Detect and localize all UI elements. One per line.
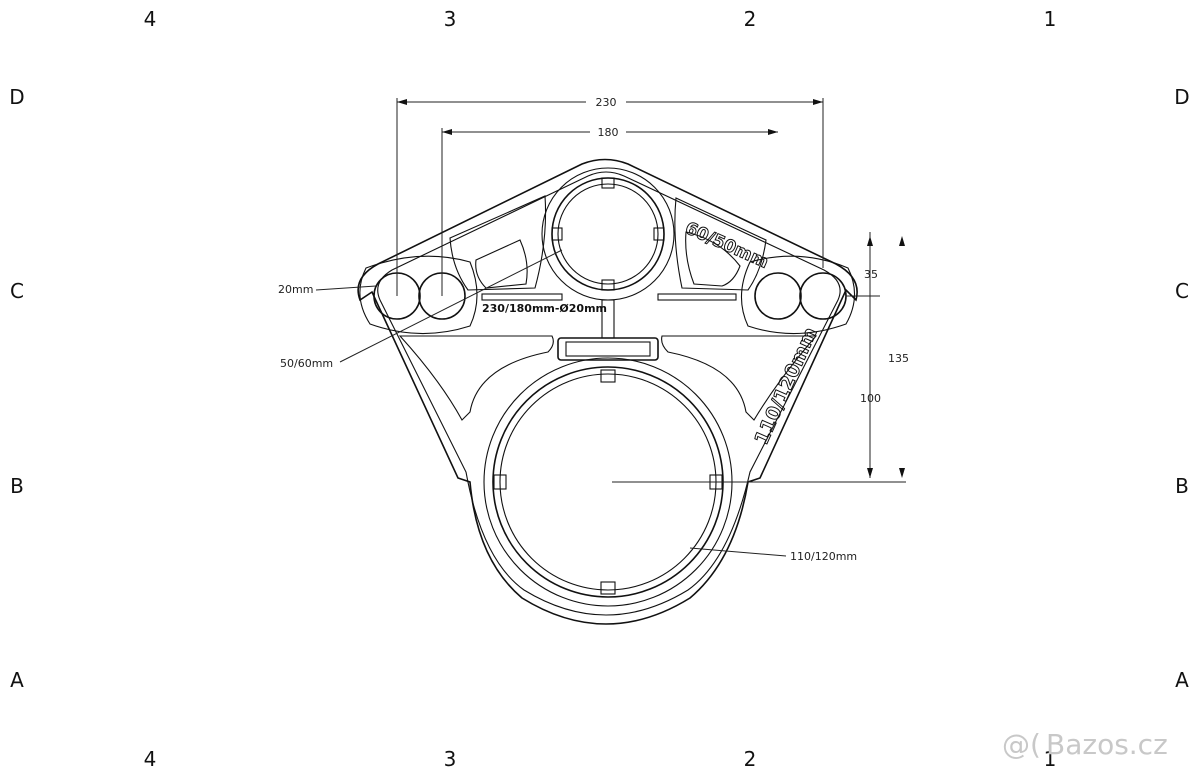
cutout-left-lower <box>398 335 554 421</box>
zone-col-2-top: 2 <box>744 7 757 31</box>
zone-row-d-right: D <box>1174 85 1189 109</box>
zone-row-a-left: A <box>10 668 24 692</box>
zone-col-2-bottom: 2 <box>744 747 757 771</box>
cutout-right-lower <box>661 335 818 421</box>
large-ring-tab-top <box>600 369 616 383</box>
arrow-180-left <box>442 129 452 135</box>
zone-col-3-bottom: 3 <box>444 747 457 771</box>
arrow-100-bottom <box>867 468 873 478</box>
zone-col-1-bottom: 1 <box>1044 747 1057 771</box>
medium-ring-tab-bottom <box>601 279 615 291</box>
callout-110-120mm: 110/120mm <box>790 550 857 563</box>
embossed-middle: 230/180mm-Ø20mm <box>482 302 607 315</box>
zone-row-d-left: D <box>9 85 24 109</box>
cutout-right-upper <box>674 197 767 291</box>
inner-contour <box>377 171 841 616</box>
arrow-135-bottom <box>899 468 905 478</box>
callout-20mm: 20mm <box>278 283 313 296</box>
zone-rows-left: D C B A <box>9 85 24 692</box>
medium-ring <box>541 167 675 301</box>
arrow-135-top <box>899 236 905 246</box>
outer-contour <box>357 158 858 625</box>
arrow-180-right <box>768 129 778 135</box>
zone-row-a-right: A <box>1175 668 1189 692</box>
zone-row-c-left: C <box>10 279 24 303</box>
embossed-labels: 60/50mm 110/120mm 230/180mm-Ø20mm <box>482 218 822 449</box>
medium-ring-inner <box>557 183 659 285</box>
right-lobe <box>740 255 856 335</box>
slot-left <box>481 293 563 301</box>
large-ring-tab-bottom <box>600 581 616 595</box>
dim-100-label: 100 <box>860 392 881 405</box>
dimension-width-outer: 230 <box>396 96 824 296</box>
leader-20mm <box>315 285 377 291</box>
callout-50-60mm: 50/60mm <box>280 357 333 370</box>
arrow-230-left <box>397 99 407 105</box>
zone-col-1-top: 1 <box>1044 7 1057 31</box>
medium-ring-tab-right <box>653 227 665 241</box>
dimension-vertical: 35 135 100 <box>612 232 909 483</box>
hole-right-1 <box>754 272 802 320</box>
zone-col-3-top: 3 <box>444 7 457 31</box>
zone-col-4-top: 4 <box>144 7 157 31</box>
zone-columns-bottom: 4 3 2 1 <box>144 747 1057 771</box>
leader-50-60mm <box>339 249 563 363</box>
zone-columns-top: 4 3 2 1 <box>144 7 1057 31</box>
cutout-left-upper <box>449 195 547 291</box>
embossed-right-side: 110/120mm <box>750 324 821 448</box>
dim-35-label: 35 <box>864 268 878 281</box>
arrow-230-right <box>813 99 823 105</box>
dim-135-label: 135 <box>888 352 909 365</box>
left-lobe <box>359 255 478 335</box>
watermark-text: Bazos.cz <box>1046 728 1168 761</box>
arrow-100-top <box>867 236 873 246</box>
medium-ring-tab-left <box>551 227 563 241</box>
zone-col-4-bottom: 4 <box>144 747 157 771</box>
watermark: @( Bazos.cz <box>1002 728 1168 761</box>
cutouts <box>398 195 818 421</box>
watermark-logo-icon: @( <box>1002 728 1041 761</box>
neck-clip <box>557 337 659 361</box>
cutout-left-window <box>475 239 528 289</box>
large-ring-tab-left <box>493 474 507 490</box>
dimension-width-inner: 180 <box>441 126 778 296</box>
medium-ring-tab-top <box>601 177 615 189</box>
slot-right <box>657 293 737 301</box>
dim-180-label: 180 <box>598 126 619 139</box>
dim-230-label: 230 <box>596 96 617 109</box>
medium-ring-mid <box>551 177 665 291</box>
neck-clip-inner <box>565 341 651 357</box>
part-outline <box>357 158 858 625</box>
zone-row-c-right: C <box>1175 279 1189 303</box>
zone-row-b-right: B <box>1175 474 1189 498</box>
leader-110-120mm <box>689 547 787 557</box>
callouts: 20mm 50/60mm 110/120mm <box>278 249 857 563</box>
cutout-right-window <box>685 231 741 287</box>
zone-row-b-left: B <box>10 474 24 498</box>
zone-rows-right: D C B A <box>1174 85 1189 692</box>
